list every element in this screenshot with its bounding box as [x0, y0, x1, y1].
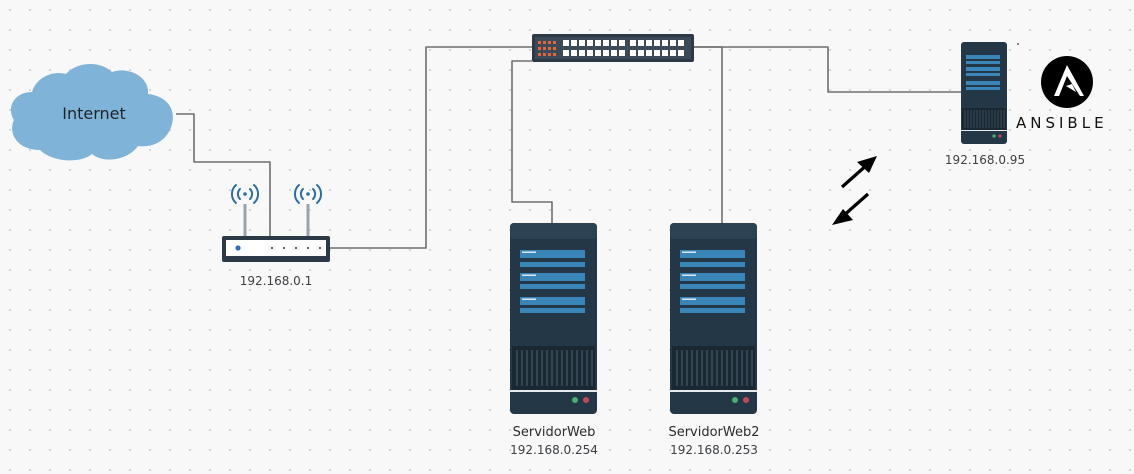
router-icon	[222, 204, 330, 262]
ansible-host-ip-label: 192.168.0.95	[944, 153, 1026, 167]
link-router-switch	[330, 46, 532, 249]
ansible-logo-icon	[1041, 56, 1093, 108]
server-name-label: ServidorWeb	[512, 425, 596, 440]
server-icon	[670, 223, 757, 414]
connection-lines	[176, 46, 961, 249]
cloud-label: Internet	[62, 104, 126, 123]
link-internet-router	[176, 113, 271, 236]
server-ip-label: 192.168.0.254	[510, 443, 598, 457]
server-name-label: ServidorWeb2	[668, 425, 760, 440]
bidirectional-arrow-icon	[832, 156, 877, 225]
wifi-signal-icon	[230, 184, 323, 204]
server-ip-label: 192.168.0.253	[670, 443, 758, 457]
stray-dot	[1017, 43, 1019, 45]
link-switch-servidorweb	[511, 60, 553, 224]
network-switch-icon	[532, 34, 694, 62]
link-switch-ansible	[694, 46, 961, 93]
link-switch-servidorweb2	[694, 46, 723, 224]
cloud-icon	[10, 63, 173, 161]
server-icon	[510, 223, 597, 414]
router-ip-label: 192.168.0.1	[239, 274, 313, 288]
ansible-logo-text: ANSIBLE	[1016, 114, 1108, 132]
server-icon	[961, 42, 1007, 144]
